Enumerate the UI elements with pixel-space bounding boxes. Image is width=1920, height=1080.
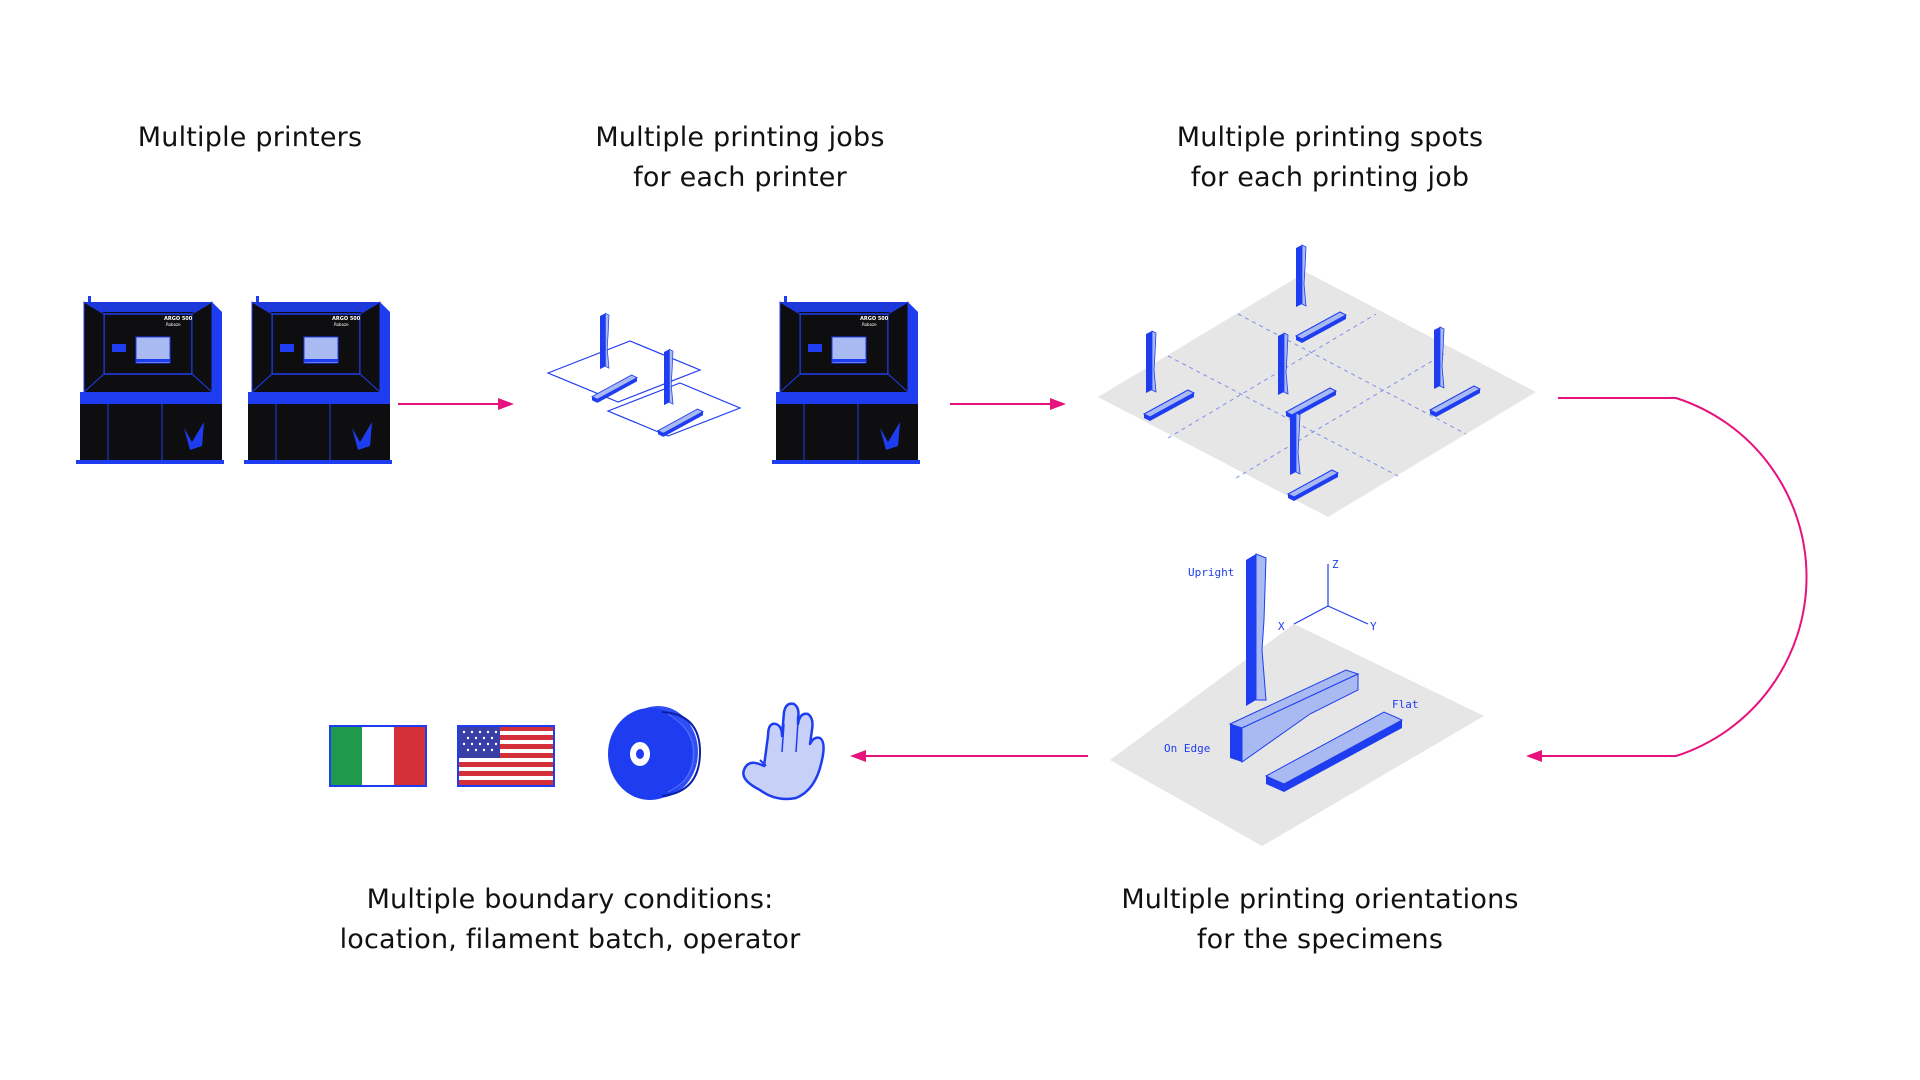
on-edge-specimen <box>1228 669 1360 763</box>
caption-multiple-orientations: Multiple printing orientations for the s… <box>1110 880 1530 960</box>
axis-y-label: Y <box>1370 620 1377 633</box>
caption-multiple-printers: Multiple printers <box>100 118 400 158</box>
caption-line: Multiple printing spots <box>1176 122 1484 153</box>
axis-x-label: X <box>1278 620 1285 633</box>
caption-boundary-conditions: Multiple boundary conditions: location, … <box>310 880 830 960</box>
flat-specimen <box>1264 711 1404 792</box>
build-plate-icon <box>1098 244 1536 517</box>
caption-line: Multiple boundary conditions: <box>366 884 774 915</box>
axis-gizmo: Z X Y <box>1278 558 1377 633</box>
arrow-printers-to-jobs <box>398 398 514 410</box>
caption-line: Multiple printing jobs <box>595 122 885 153</box>
caption-multiple-spots: Multiple printing spots for each printin… <box>1150 118 1510 198</box>
printer-icon <box>75 295 225 465</box>
arrow-orientations-to-boundary <box>850 750 1088 762</box>
caption-line: Multiple printing orientations <box>1121 884 1519 915</box>
label-flat: Flat <box>1392 698 1419 711</box>
caption-line: Multiple printers <box>137 122 363 153</box>
caption-line: for each printing job <box>1190 162 1470 193</box>
filament-spool-icon <box>608 706 702 800</box>
hand-icon <box>742 702 825 801</box>
arrow-jobs-to-spots <box>950 398 1066 410</box>
upright-specimen <box>1246 553 1267 706</box>
flag-usa-icon <box>457 725 555 787</box>
caption-line: for the specimens <box>1196 924 1444 955</box>
label-upright: Upright <box>1188 566 1234 579</box>
label-on-edge: On Edge <box>1164 742 1210 755</box>
caption-multiple-jobs: Multiple printing jobs for each printer <box>580 118 900 198</box>
printer-icon <box>243 295 393 465</box>
flag-italy-icon <box>329 725 427 787</box>
axis-z-label: Z <box>1332 558 1339 571</box>
arrow-spots-to-orientations <box>1526 397 1808 762</box>
printer-icon <box>771 295 921 465</box>
orientation-plate-icon: Z X Y Upright On Edge Flat <box>1110 553 1484 846</box>
print-job-plates-icon <box>546 312 742 438</box>
caption-line: for each printer <box>633 162 847 193</box>
caption-line: location, filament batch, operator <box>339 924 801 955</box>
